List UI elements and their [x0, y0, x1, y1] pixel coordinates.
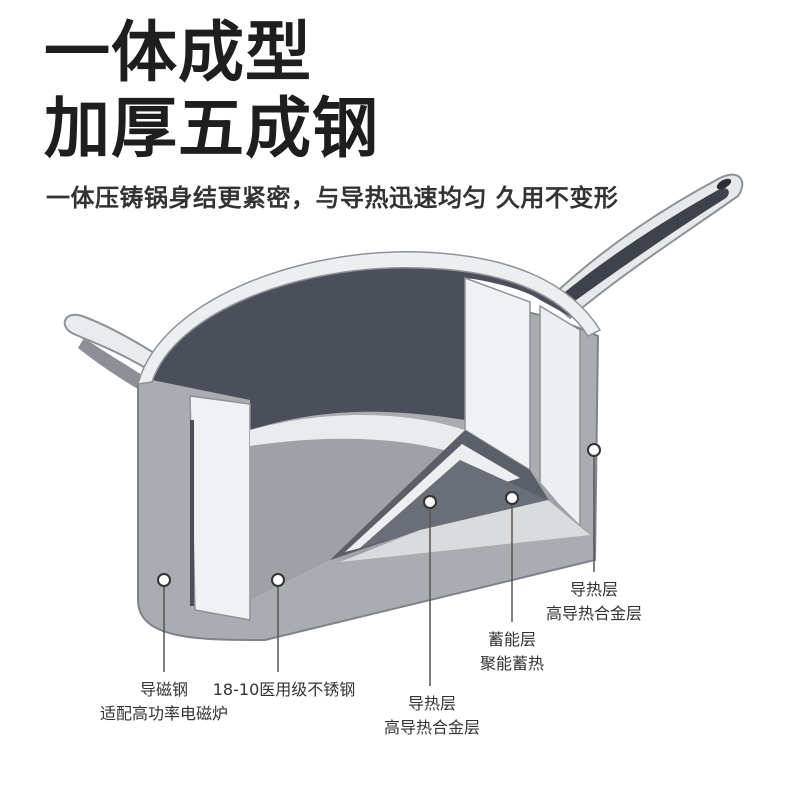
long-handle [546, 173, 744, 320]
label-magnetic-title: 导磁钢 [139, 680, 189, 699]
label-heat-outer-desc: 高导热合金层 [545, 604, 643, 623]
label-heat-inner-desc: 高导热合金层 [383, 718, 481, 737]
pot-interior [152, 267, 588, 430]
label-heat-inner-title: 导热层 [407, 694, 457, 713]
headline-line-1: 一体成型 [44, 14, 312, 91]
pointer-stainless [271, 573, 285, 672]
cut-wall-left [189, 395, 251, 621]
pointer-storage [505, 491, 519, 622]
pointer-heat-inner [423, 495, 437, 686]
pointer-heat-outer [587, 443, 601, 572]
pointer-magnetic [157, 573, 171, 672]
label-storage-title: 蓄能层 [487, 630, 537, 649]
label-storage-desc: 聚能蓄热 [479, 654, 545, 673]
label-heat-layer-outer: 导热层 高导热合金层 [546, 578, 642, 626]
label-storage-layer: 蓄能层 聚能蓄热 [480, 628, 544, 676]
label-stainless-steel: 18-10医用级不锈钢 [213, 678, 356, 702]
pot-rim [136, 251, 602, 385]
subtitle: 一体压铸锅身结更紧密，与导热迅速均匀 久用不变形 [46, 184, 619, 212]
headline-line-2: 加厚五成钢 [44, 90, 379, 167]
label-heat-layer-inner: 导热层 高导热合金层 [384, 692, 480, 740]
label-heat-outer-title: 导热层 [569, 580, 619, 599]
label-stainless-title: 18-10医用级不锈钢 [212, 680, 356, 699]
label-magnetic-steel: 导磁钢 适配高功率电磁炉 [100, 678, 228, 726]
label-magnetic-desc: 适配高功率电磁炉 [99, 704, 229, 723]
side-handle [63, 313, 164, 396]
